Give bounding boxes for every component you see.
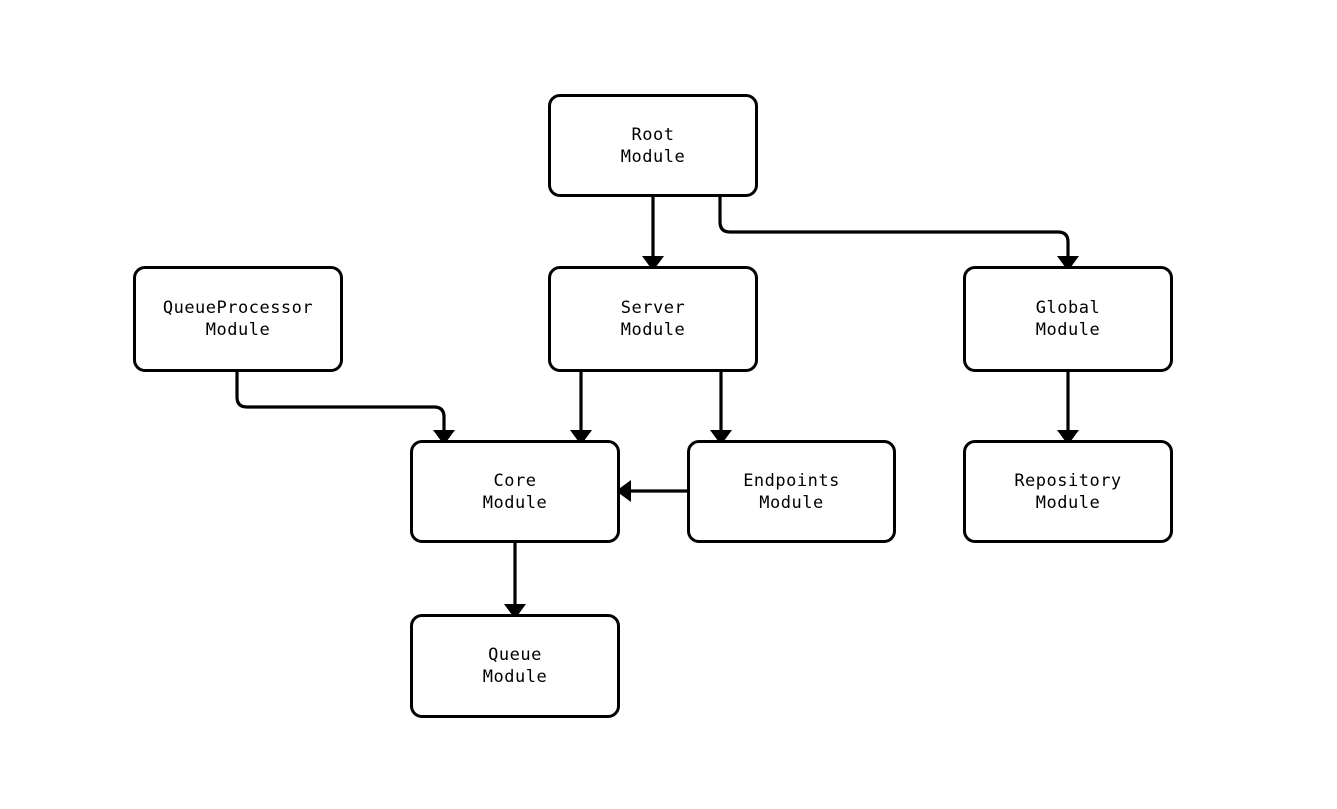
node-label-queue: Queue Module [482, 645, 548, 687]
arrowhead-server-to-endpoints [710, 430, 732, 445]
node-core[interactable]: Core Module [410, 440, 620, 543]
edge-paths [235, 197, 1079, 619]
node-queue[interactable]: Queue Module [410, 614, 620, 718]
arrowhead-root-to-global [1057, 256, 1079, 271]
node-server[interactable]: Server Module [548, 266, 758, 372]
arrowhead-endpoints-to-core [616, 480, 631, 502]
node-label-server: Server Module [620, 298, 686, 340]
edge-queueprocessor-to-core [235, 372, 446, 430]
node-label-queueprocessor: QueueProcessor Module [162, 298, 314, 340]
node-endpoints[interactable]: Endpoints Module [687, 440, 896, 543]
node-label-root: Root Module [620, 124, 686, 167]
node-repository[interactable]: Repository Module [963, 440, 1173, 543]
arrowhead-root-to-server [642, 256, 664, 271]
node-label-core: Core Module [482, 470, 548, 513]
edge-root-to-global [718, 197, 1070, 256]
node-queueprocessor[interactable]: QueueProcessor Module [133, 266, 343, 372]
node-label-global: Global Module [1035, 298, 1101, 340]
node-label-repository: Repository Module [1014, 470, 1122, 513]
arrowhead-server-to-core [570, 430, 592, 445]
arrowhead-global-to-repository [1057, 430, 1079, 445]
arrowhead-core-to-queue [504, 604, 526, 619]
arrowhead-queueprocessor-to-core [433, 430, 455, 445]
node-global[interactable]: Global Module [963, 266, 1173, 372]
node-label-endpoints: Endpoints Module [743, 470, 840, 513]
node-root[interactable]: Root Module [548, 94, 758, 197]
